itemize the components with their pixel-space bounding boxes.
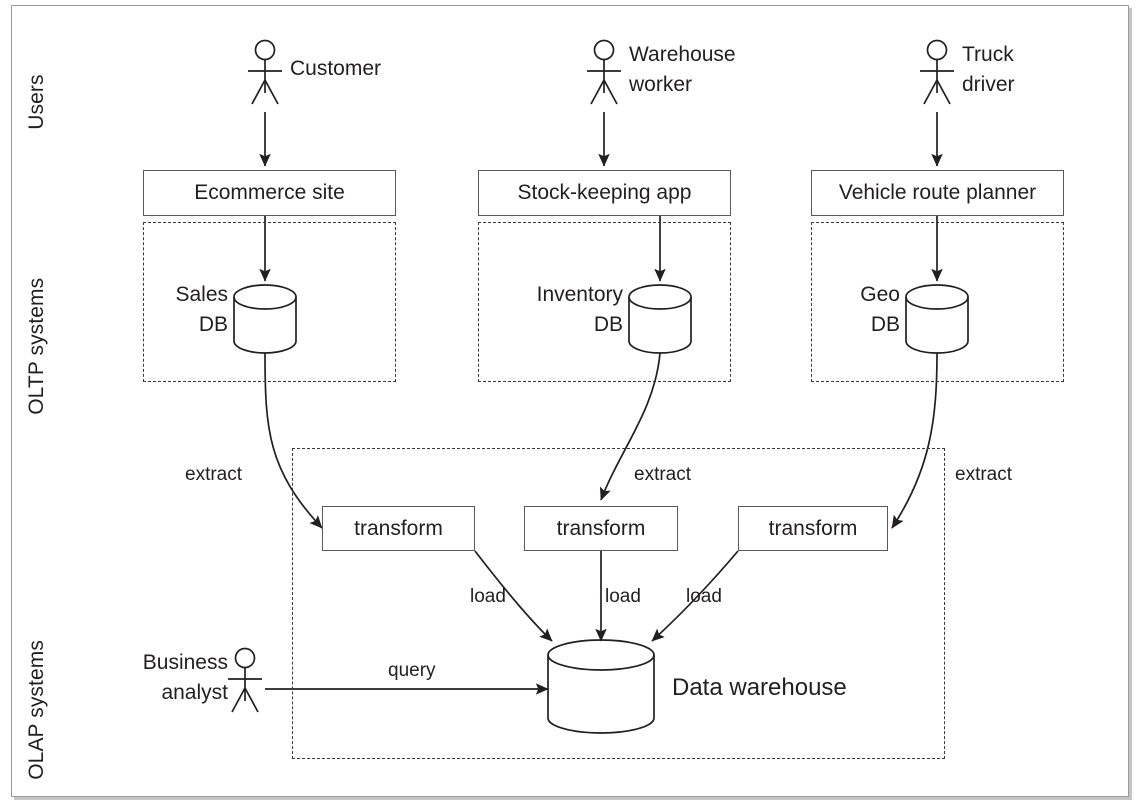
- oltp-group-ecommerce: [143, 222, 396, 382]
- db-label-inventory-line2: DB: [593, 313, 623, 336]
- edge-label-load-left: load: [470, 586, 506, 607]
- app-box-ecommerce[interactable]: Ecommerce site: [143, 170, 396, 216]
- lane-label-users: Users: [25, 74, 49, 130]
- transform-box-1-label: transform: [354, 516, 443, 540]
- db-label-geo-line2: DB: [870, 313, 900, 336]
- db-label-sales-line1: Sales: [175, 283, 228, 306]
- oltp-group-stock-keeping: [478, 222, 731, 382]
- actor-label-customer: Customer: [290, 57, 382, 80]
- app-box-vehicle-route-label: Vehicle route planner: [838, 181, 1037, 204]
- lane-label-olap: OLAP systems: [25, 640, 49, 780]
- app-box-vehicle-route[interactable]: Vehicle route planner: [811, 170, 1064, 216]
- oltp-group-vehicle-route: [811, 222, 1064, 382]
- actor-label-business-analyst-line2: analyst: [161, 681, 228, 704]
- edge-label-extract-right: extract: [955, 464, 1013, 485]
- olap-group: [292, 448, 945, 759]
- transform-box-2-label: transform: [556, 516, 646, 540]
- transform-box-2[interactable]: transform: [524, 506, 678, 551]
- data-warehouse-label: Data warehouse: [672, 674, 847, 701]
- actor-label-business-analyst-line1: Business: [142, 651, 228, 674]
- edge-label-load-middle: load: [605, 586, 641, 607]
- transform-box-1[interactable]: transform: [322, 506, 475, 551]
- actor-label-truck-driver-line2: driver: [962, 73, 1015, 96]
- transform-box-3-label: transform: [768, 516, 858, 540]
- edge-label-query: query: [388, 660, 436, 681]
- actor-label-truck-driver-line1: Truck: [962, 43, 1014, 66]
- edge-label-extract-middle: extract: [634, 464, 692, 485]
- app-box-stock-keeping-label: Stock-keeping app: [517, 181, 692, 204]
- actor-label-warehouse-worker-line1: Warehouse: [629, 43, 736, 66]
- edge-label-extract-left: extract: [185, 464, 243, 485]
- edge-label-load-right: load: [686, 586, 722, 607]
- db-label-inventory-line1: Inventory: [536, 283, 623, 306]
- actor-label-warehouse-worker-line2: worker: [629, 73, 693, 96]
- db-label-sales-line2: DB: [198, 313, 228, 336]
- app-box-stock-keeping[interactable]: Stock-keeping app: [478, 170, 731, 216]
- app-box-ecommerce-label: Ecommerce site: [194, 181, 345, 204]
- db-label-geo-line1: Geo: [860, 283, 900, 306]
- transform-box-3[interactable]: transform: [738, 506, 888, 551]
- lane-label-oltp: OLTP systems: [25, 277, 49, 415]
